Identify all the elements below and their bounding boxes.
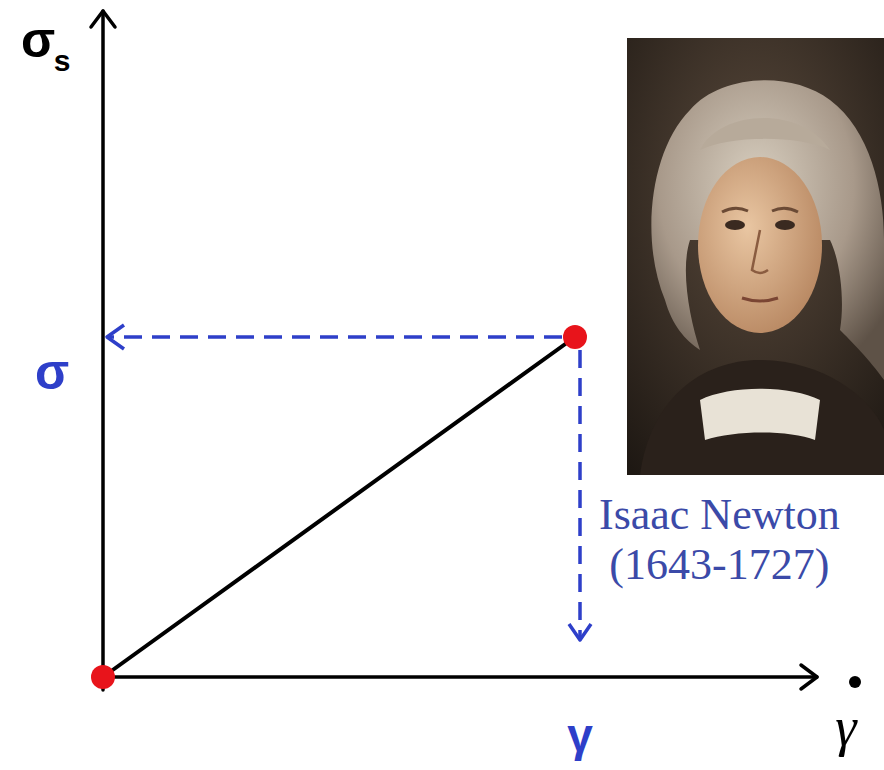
portrait-wig <box>651 80 884 380</box>
portrait-ground <box>627 38 884 475</box>
bullet-dot <box>849 676 861 688</box>
portrait-dates: (1643-1727) <box>606 541 832 589</box>
state-point <box>563 325 587 349</box>
portrait-brow <box>772 208 798 212</box>
y-axis <box>101 11 105 690</box>
x-axis-arrowhead <box>801 665 817 689</box>
portrait-hairline <box>700 118 830 150</box>
portrait-robe <box>640 360 884 475</box>
projection-dashed-line <box>110 335 562 339</box>
linear-relation-line <box>103 337 575 677</box>
portrait-nose <box>752 230 768 273</box>
strain-rate-value: γ <box>567 710 593 761</box>
x-axis <box>95 675 817 679</box>
projection-arrowhead <box>107 325 124 349</box>
portrait-eye <box>775 220 795 230</box>
axis-title-subscript: s <box>54 44 71 77</box>
axis-title: γ <box>835 698 856 757</box>
origin-point <box>91 665 115 689</box>
stress-value: σ <box>35 345 69 400</box>
portrait-mouth <box>742 298 778 301</box>
portrait-caption: Isaac Newton <box>596 491 843 539</box>
portrait-face <box>698 157 822 333</box>
y-axis-arrowhead <box>91 11 115 27</box>
axis-title: σ <box>21 13 55 68</box>
newton-portrait <box>627 38 884 475</box>
projection-dashed-line <box>578 350 582 637</box>
portrait-eye <box>725 220 745 230</box>
projection-arrowhead <box>569 624 591 640</box>
portrait-collar <box>700 389 820 440</box>
portrait-brow <box>722 208 748 212</box>
